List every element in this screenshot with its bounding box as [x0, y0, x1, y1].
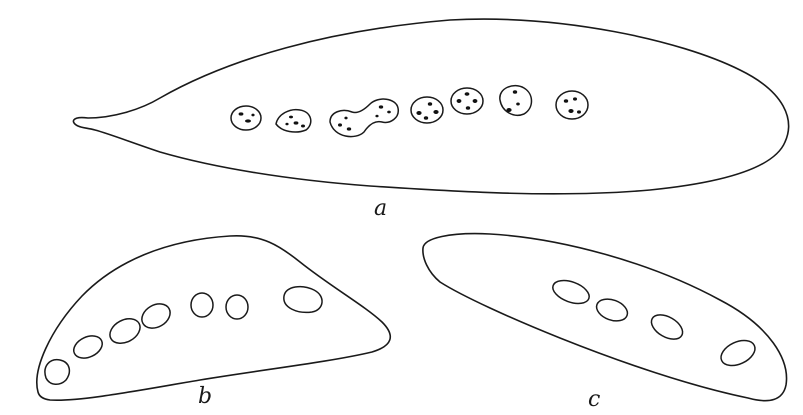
nucleus-b5 [191, 293, 213, 317]
chromatin-spot [251, 114, 254, 117]
chromatin-spot [344, 117, 347, 120]
chromatin-spot [516, 103, 520, 106]
chromatin-spot [301, 125, 305, 128]
nucleus-a5 [451, 88, 483, 114]
chromatin-spot [577, 110, 581, 113]
panel-label-a: a [374, 196, 387, 221]
chromatin-spot [375, 115, 378, 118]
chromatin-spot [465, 92, 470, 96]
chromatin-spot [347, 127, 351, 130]
chromatin-spot [379, 105, 383, 108]
chromatin-spot [466, 106, 470, 110]
panel-label-b: b [198, 384, 212, 409]
chromatin-spot [294, 121, 299, 124]
nucleus-b4 [138, 299, 175, 333]
nucleus-c4 [717, 335, 759, 370]
panel-a [73, 19, 788, 194]
chromatin-spot [428, 102, 432, 106]
chromatin-spot [416, 111, 421, 115]
nucleus-c1 [550, 276, 593, 308]
chromatin-spot [285, 123, 288, 126]
nucleus-b6 [226, 295, 248, 319]
chromatin-spot [513, 90, 517, 94]
cell-a-outline [73, 19, 788, 194]
panel-b [37, 236, 390, 400]
nucleus-b1 [45, 360, 69, 385]
nucleus-b3 [106, 314, 145, 348]
cell-b-outline [37, 236, 390, 400]
chromatin-spot [387, 111, 391, 114]
chromatin-spot [338, 123, 342, 126]
chromatin-spot [473, 99, 478, 103]
chromatin-spot [289, 116, 293, 119]
nucleus-a3-dividing [330, 99, 398, 137]
nucleus-c3 [647, 310, 686, 344]
chromatin-spot [433, 110, 438, 114]
chromatin-spot [457, 99, 462, 103]
panel-c [423, 234, 787, 401]
panel-label-c: c [588, 387, 600, 412]
nucleus-a6 [500, 86, 532, 116]
chromatin-spot [239, 112, 244, 115]
nucleus-b2 [70, 332, 106, 363]
chromatin-spot [573, 97, 577, 100]
nucleus-a7 [556, 91, 588, 119]
nucleus-b7 [284, 287, 322, 313]
chromatin-spot [568, 109, 573, 113]
chromatin-spot [424, 116, 428, 120]
nucleus-c2 [594, 295, 631, 325]
chromatin-spot [564, 99, 568, 103]
nucleus-a2 [276, 110, 311, 132]
chromatin-spot [245, 119, 251, 122]
chromatin-spot [506, 108, 511, 112]
nucleus-a1 [231, 106, 261, 130]
